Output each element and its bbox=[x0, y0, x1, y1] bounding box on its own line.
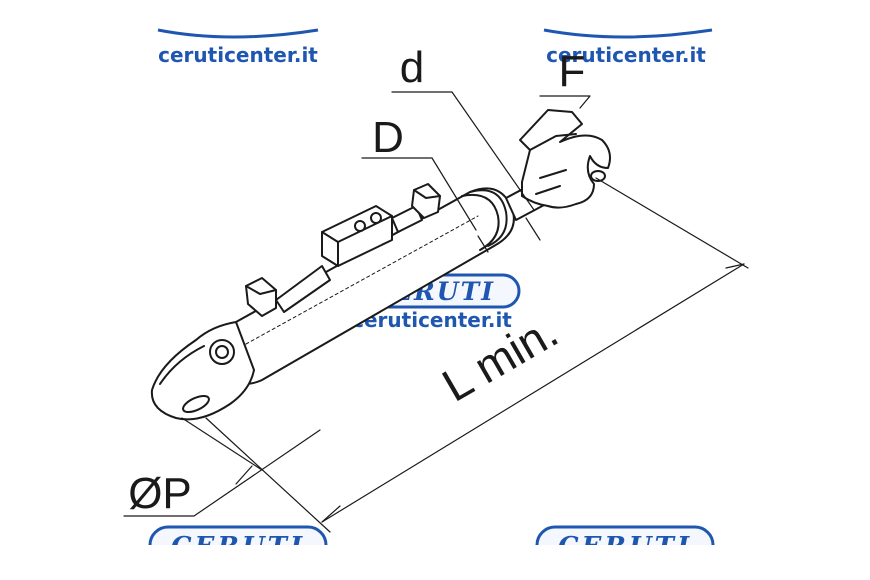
valve-block bbox=[321, 205, 393, 267]
cylinder-drawing bbox=[123, 91, 749, 533]
hose-fitting-rear bbox=[245, 265, 331, 317]
dimension-F bbox=[539, 95, 591, 109]
dimension-P bbox=[123, 417, 321, 517]
watermark-top-right: ceruticenter.it bbox=[543, 28, 713, 67]
watermark-url: ceruticenter.it bbox=[158, 43, 318, 67]
dimension-d bbox=[391, 91, 541, 241]
hose-fitting-front bbox=[391, 183, 441, 233]
watermark-top-left: ceruticenter.it bbox=[157, 28, 318, 67]
watermark-url: ceruticenter.it bbox=[546, 43, 706, 67]
label-cylinder-diameter: D bbox=[372, 113, 404, 162]
label-pin-diameter: ØP bbox=[128, 469, 192, 518]
hook-head bbox=[519, 109, 611, 209]
rear-eye bbox=[150, 321, 255, 421]
label-hook: F bbox=[559, 47, 586, 96]
label-rod-diameter: d bbox=[400, 43, 424, 92]
dimension-D bbox=[361, 157, 489, 253]
dimension-L bbox=[205, 177, 749, 533]
